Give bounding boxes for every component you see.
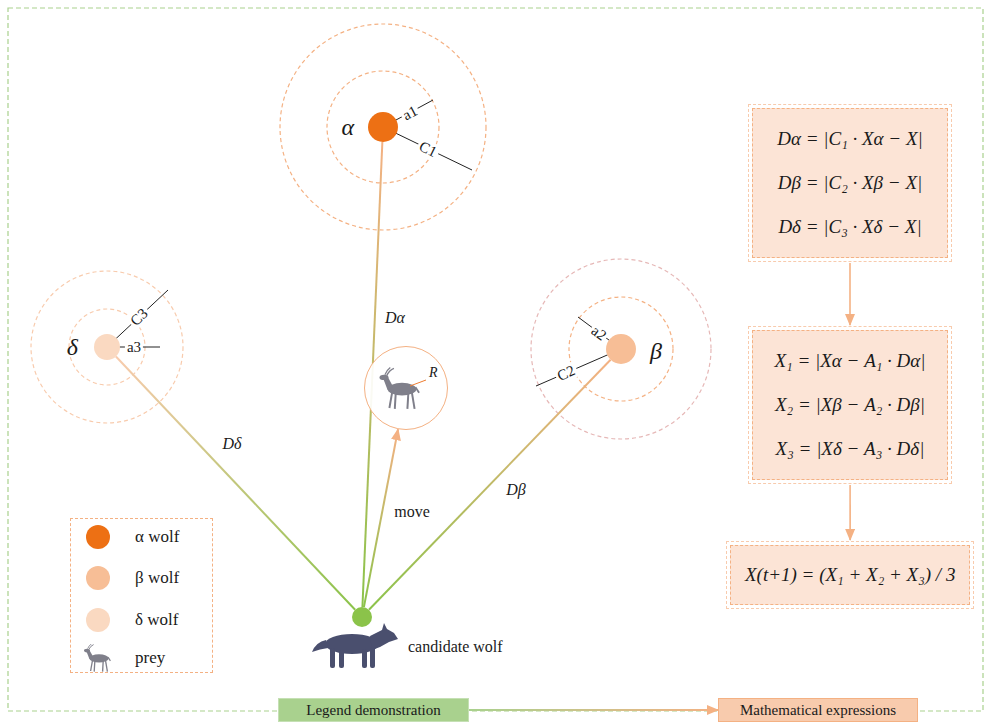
section-title: Mathematical expressions: [729, 700, 907, 720]
parameter-label: C3: [126, 304, 153, 330]
equation: Dδ = |C₃ · Xδ − X|: [769, 205, 931, 249]
legend-text: δ wolf: [135, 610, 178, 630]
legend-swatch: [86, 566, 110, 590]
legend-text: β wolf: [135, 568, 179, 588]
prey-node: R: [364, 346, 448, 430]
node-caption: candidate wolf: [408, 637, 503, 656]
prey-picture: [375, 367, 429, 417]
section-title: Legend demonstration: [289, 700, 458, 720]
section-tag: Mathematical expressions: [718, 698, 918, 722]
parameter-label: a3: [125, 339, 143, 355]
wolf-symbol: β: [650, 337, 662, 366]
legend-swatch: [86, 608, 110, 632]
legend-row: δ wolf: [71, 604, 212, 636]
radius-line: [364, 346, 448, 430]
equation: X₂ = |Xβ − A₂ · Dβ|: [769, 383, 931, 427]
legend-swatch: [86, 525, 110, 549]
equation: Dα = |C₁ · Xα − X|: [769, 117, 931, 161]
wolf-node: α: [368, 112, 398, 142]
legend-box: α wolf β wolf δ wolf prey: [70, 518, 213, 673]
legend-icon: [81, 644, 117, 678]
connector: [849, 485, 851, 540]
edge-label: Dβ: [504, 481, 528, 499]
range-ring: [531, 259, 711, 439]
wolf-symbol: δ: [67, 333, 78, 362]
equation: X₁ = |Xα − A₁ · Dα|: [769, 339, 931, 383]
range-ring: [327, 71, 439, 183]
prey-icon: [81, 644, 117, 674]
equation: Dβ = |C₂ · Xβ − X|: [769, 161, 931, 205]
connector: [116, 356, 355, 609]
range-ring: [280, 24, 486, 230]
edge-label: Dδ: [221, 435, 244, 453]
parameter-label: a1: [398, 102, 422, 125]
equation: X(t+1) = (X₁ + X₂ + X₃) / 3: [745, 556, 955, 594]
wolf-node: δ: [94, 334, 120, 360]
legend-row: β wolf: [71, 562, 212, 594]
outer-frame: [8, 8, 983, 711]
legend-text: α wolf: [135, 527, 179, 547]
wolf-symbol: α: [341, 113, 354, 142]
connector: [469, 709, 718, 711]
formula-box: X₁ = |Xα − A₁ · Dα|X₂ = |Xβ − A₂ · Dβ|X₃…: [752, 330, 948, 480]
legend-row: α wolf: [71, 521, 212, 553]
edge-label: Dα: [383, 309, 407, 327]
formula-box: X(t+1) = (X₁ + X₂ + X₃) / 3: [730, 545, 970, 605]
wolf-node: candidate wolf: [352, 607, 372, 627]
edge-label: move: [392, 503, 432, 521]
connector: [849, 263, 851, 325]
parameter-label: C1: [415, 137, 441, 161]
radius-label: R: [429, 365, 438, 380]
prey-icon: [375, 367, 429, 413]
legend-row: prey: [71, 642, 212, 674]
formula-box: Dα = |C₁ · Xα − X|Dβ = |C₂ · Xβ − X|Dδ =…: [752, 108, 948, 258]
equation: X₃ = |Xδ − A₃ · Dδ|: [769, 427, 931, 471]
parameter-label: C2: [553, 361, 579, 384]
section-tag: Legend demonstration: [278, 698, 469, 722]
legend-text: prey: [135, 648, 165, 668]
wolf-silhouette: [312, 623, 398, 668]
range-ring: [31, 271, 183, 423]
wolf-node: β: [606, 334, 636, 364]
